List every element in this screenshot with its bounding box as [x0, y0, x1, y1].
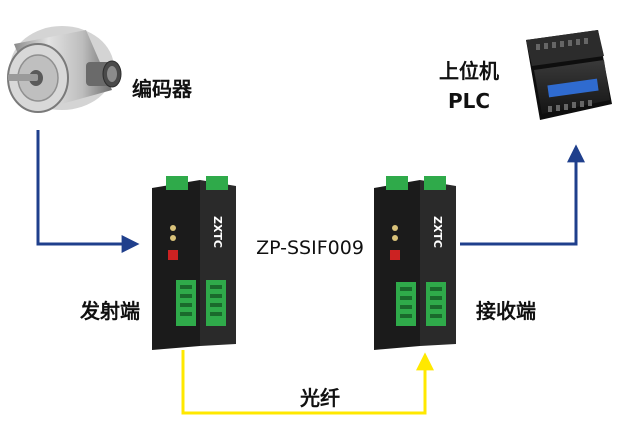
receiver-device: ZXTC	[374, 176, 456, 350]
model-label: ZP-SSIF009	[256, 237, 364, 259]
encoder-image	[7, 26, 122, 113]
host-label: 上位机	[439, 59, 499, 83]
transmitter-device: ZXTC	[152, 176, 236, 350]
receiver-to-plc-line	[460, 144, 585, 246]
encoder-label: 编码器	[132, 77, 193, 101]
fiber-label: 光纤	[299, 386, 340, 410]
receiver-brand: ZXTC	[431, 216, 444, 248]
encoder-to-transmitter-line	[36, 130, 140, 253]
host-sub-label: PLC	[448, 89, 490, 113]
receiver-label: 接收端	[476, 299, 536, 323]
plc-image	[526, 30, 612, 120]
transmitter-label: 发射端	[79, 299, 140, 323]
fiber-line	[181, 350, 434, 415]
transmitter-brand: ZXTC	[211, 216, 224, 248]
